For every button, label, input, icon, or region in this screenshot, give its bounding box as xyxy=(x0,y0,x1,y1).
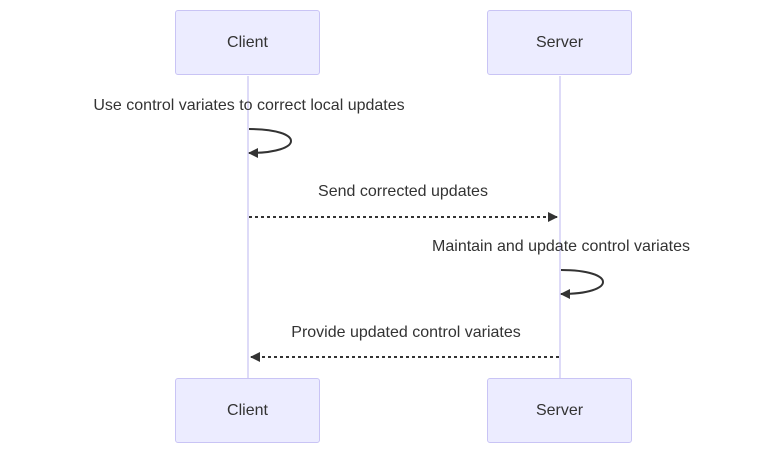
server-actor-top: Server xyxy=(487,10,632,75)
client-label: Client xyxy=(227,401,268,419)
server-label: Server xyxy=(535,401,584,419)
server-label: Server xyxy=(535,33,584,51)
client-label: Client xyxy=(227,33,268,51)
message-label: Provide updated control variates xyxy=(291,324,521,341)
message-label: Send corrected updates xyxy=(318,183,488,200)
client-self-arrow xyxy=(248,128,292,158)
message-label: Maintain and update control variates xyxy=(432,238,690,255)
client-actor-top: Client xyxy=(175,10,320,75)
client-actor-bottom: Client xyxy=(175,378,320,443)
server-actor-bottom: Server xyxy=(487,378,632,443)
server-self-arrow xyxy=(560,269,604,299)
message-label: Use control variates to correct local up… xyxy=(93,97,405,114)
